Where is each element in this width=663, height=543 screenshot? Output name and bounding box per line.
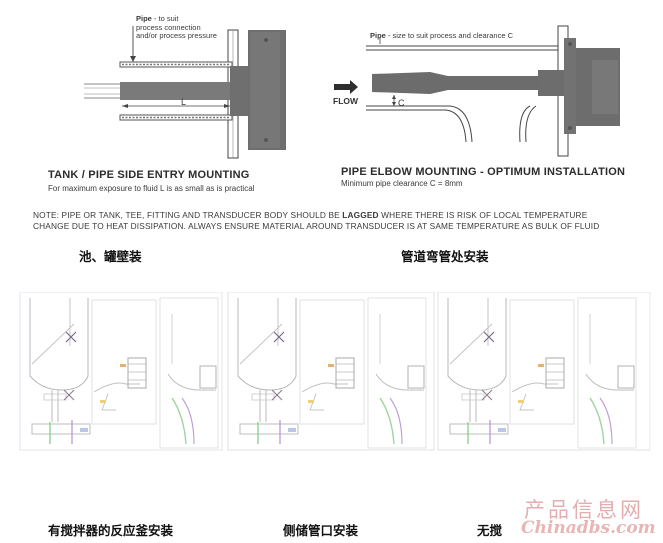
pipe-elbow-diagram (334, 25, 620, 157)
pipe-label-left-rest: - to suit (151, 14, 179, 23)
caption-pipe-elbow: 管道弯管处安装 (401, 249, 489, 264)
dimension-L-label: L (181, 97, 187, 107)
pipe-label-left-line2: process connection (136, 22, 201, 32)
tank-side-entry-diagram (84, 26, 286, 159)
pipe-label-right-bold: Pipe (370, 31, 386, 40)
pipe-label-left: Pipe - to suit process connection and/or… (136, 14, 217, 41)
tank-side-entry-heading: TANK / PIPE SIDE ENTRY MOUNTING (48, 169, 250, 181)
pipe-label-left-bold: Pipe (136, 14, 152, 23)
note-line1-b: WHERE THERE IS RISK OF LOCAL TEMPERATURE (378, 210, 588, 220)
watermark-latin: Chinadbs.com (521, 518, 656, 538)
caption-reactor-with-stirrer: 有搅拌器的反应釜安装 (48, 523, 174, 538)
note-lagged: LAGGED (342, 210, 379, 220)
caption-side-outlet: 侧储管口安装 (283, 523, 359, 538)
pipe-elbow-heading: PIPE ELBOW MOUNTING - OPTIMUM INSTALLATI… (341, 166, 626, 178)
tank-side-entry-subheading: For maximum exposure to fluid L is as sm… (48, 184, 255, 193)
note-line2: CHANGE DUE TO HEAT DISSIPATION. ALWAYS E… (33, 221, 600, 231)
watermark-chinese: 产品信息网 (524, 498, 644, 522)
pipe-label-left-line3: and/or process pressure (136, 31, 217, 41)
pipe-elbow-subheading: Minimum pipe clearance C = 8mm (341, 179, 463, 188)
caption-no-stirrer: 无搅 (477, 523, 503, 538)
pipe-label-right-rest: - size to suit process and clearance C (385, 31, 513, 40)
caption-tank-wall: 池、罐壁装 (79, 249, 142, 264)
dimension-C-label: C (398, 98, 405, 108)
flow-label: FLOW (333, 96, 359, 106)
note-line1-a: NOTE: PIPE OR TANK, TEE, FITTING AND TRA… (33, 210, 343, 220)
pipe-label-right: Pipe - size to suit process and clearanc… (370, 31, 513, 41)
installation-diagram-strip (18, 292, 654, 454)
lagging-note: NOTE: PIPE OR TANK, TEE, FITTING AND TRA… (33, 210, 653, 232)
